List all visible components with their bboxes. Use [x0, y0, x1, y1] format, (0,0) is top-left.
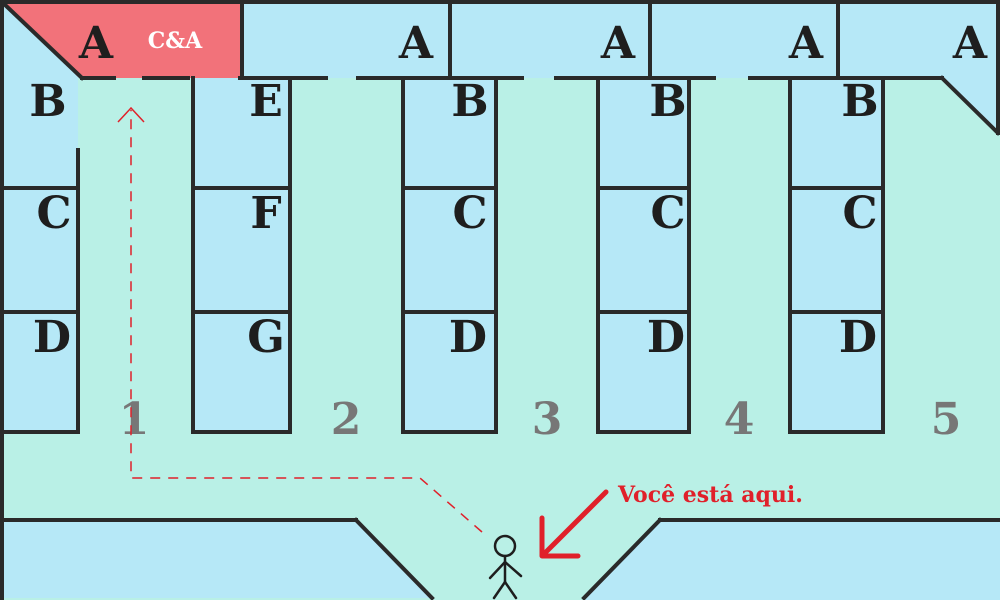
- aisle-number-5: 5: [931, 394, 962, 445]
- col1-label-c: C: [36, 188, 71, 239]
- top-label-2: A: [600, 18, 636, 69]
- col4-label-c: C: [650, 188, 685, 239]
- aisle-number-4: 4: [724, 394, 755, 445]
- you-are-here-label: Você está aqui.: [617, 482, 803, 508]
- col4-label-b: B: [649, 76, 686, 127]
- col5-label-b: B: [841, 76, 878, 127]
- top-label-1: A: [398, 18, 434, 69]
- aisle-number-1: 1: [119, 394, 150, 445]
- highlight-store-name: C&A: [148, 28, 203, 54]
- col2-label-f: F: [250, 188, 281, 239]
- dashed-route: [117, 106, 483, 533]
- store-bottom-left: [0, 520, 432, 598]
- col1-label-b: B: [29, 76, 66, 127]
- store-bottom-right: [584, 520, 1000, 600]
- person-icon: [488, 534, 523, 600]
- store-top-row: [244, 0, 998, 78]
- col4-label-d: D: [647, 312, 685, 363]
- col3-label-c: C: [452, 188, 487, 239]
- highlight-store-letter: A: [78, 18, 114, 69]
- aisle-number-2: 2: [331, 394, 362, 445]
- column-4-stores: [598, 78, 689, 432]
- top-label-4: A: [952, 18, 988, 69]
- col2-label-e: E: [249, 76, 283, 127]
- column-1-stores: [0, 78, 78, 432]
- col3-label-d: D: [449, 312, 487, 363]
- arrow-down-left-icon: [539, 489, 609, 559]
- col2-label-g: G: [247, 312, 285, 363]
- aisle-number-3: 3: [532, 394, 563, 445]
- col5-label-c: C: [842, 188, 877, 239]
- col1-label-d: D: [33, 312, 71, 363]
- col5-label-d: D: [839, 312, 877, 363]
- column-2-stores: [193, 78, 290, 432]
- top-label-3: A: [788, 18, 824, 69]
- col3-label-b: B: [451, 76, 488, 127]
- column-5-stores: [790, 78, 883, 432]
- column-3-stores: [403, 78, 496, 432]
